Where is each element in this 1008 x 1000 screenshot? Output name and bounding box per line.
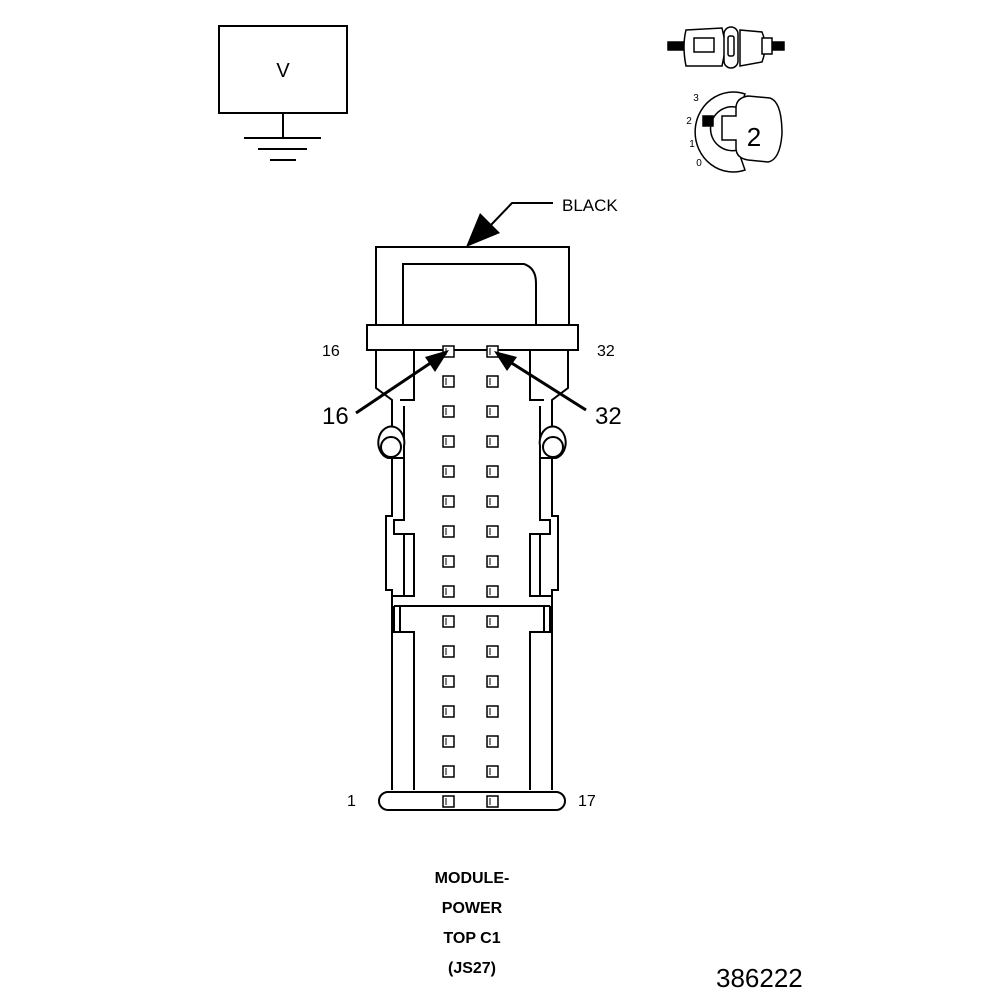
pin-cavity: [486, 405, 499, 418]
voltmeter-icon: [218, 25, 348, 161]
right-latch-icon: [538, 425, 567, 459]
pin-cavity: [442, 645, 455, 658]
title-line-2: POWER: [441, 900, 503, 917]
pin-cavity: [486, 675, 499, 688]
connector-color-label: BLACK: [562, 196, 618, 215]
title-line-1: MODULE-: [434, 870, 510, 887]
pin-cavity: [442, 765, 455, 778]
key-position-0: 0: [696, 158, 702, 169]
pin-cavity: [442, 405, 455, 418]
pin-cavity: [486, 495, 499, 508]
pin-cavity: [442, 615, 455, 628]
key-position-2: 2: [686, 116, 692, 127]
color-leader-arrow: [466, 202, 553, 247]
pin-cavity: [442, 735, 455, 748]
pin-cavity: [486, 705, 499, 718]
pin-cavity: [442, 555, 455, 568]
pin-cavity: [442, 705, 455, 718]
pin-cavity: [486, 525, 499, 538]
pin-cavity: [442, 795, 455, 808]
pin-cavity: [486, 585, 499, 598]
callout-label-right: 32: [595, 403, 622, 430]
pin-cavity: [442, 525, 455, 538]
key-position-3: 3: [693, 93, 699, 104]
pin-label-top-right: 32: [597, 343, 615, 360]
left-latch-icon: [377, 425, 406, 459]
pin-cavities: [442, 345, 499, 808]
pin-cavity: [486, 765, 499, 778]
pin-cavity: [442, 345, 455, 358]
pin-cavity: [486, 345, 499, 358]
pin-cavity: [486, 645, 499, 658]
pin-cavity: [442, 495, 455, 508]
pin-label-bottom-right: 17: [578, 793, 596, 810]
key-position-1: 1: [689, 139, 695, 150]
callout-label-left: 16: [322, 403, 349, 430]
pin-label-top-left: 16: [322, 343, 340, 360]
connector-plug-icon: [667, 26, 785, 69]
callout-arrow-left: [355, 350, 449, 415]
title-line-3: TOP C1: [443, 930, 501, 947]
pin-cavity: [486, 615, 499, 628]
pin-cavity: [442, 585, 455, 598]
pin-cavity: [442, 375, 455, 388]
callout-arrow-right: [494, 351, 587, 412]
pin-cavity: [486, 465, 499, 478]
title-line-4: (JS27): [447, 960, 497, 977]
pin-cavity: [442, 675, 455, 688]
pin-cavity: [486, 735, 499, 748]
pin-cavity: [442, 465, 455, 478]
pin-cavity: [486, 795, 499, 808]
voltmeter-label: V: [276, 60, 290, 82]
pin-cavity: [486, 375, 499, 388]
pin-cavity: [486, 555, 499, 568]
key-current-position: 2: [747, 122, 761, 152]
pin-label-bottom-left: 1: [347, 793, 356, 810]
pin-cavity: [486, 435, 499, 448]
pin-cavity: [442, 435, 455, 448]
connector-body: [366, 246, 579, 811]
figure-number: 386222: [716, 963, 803, 993]
ignition-key-icon: [694, 91, 783, 173]
